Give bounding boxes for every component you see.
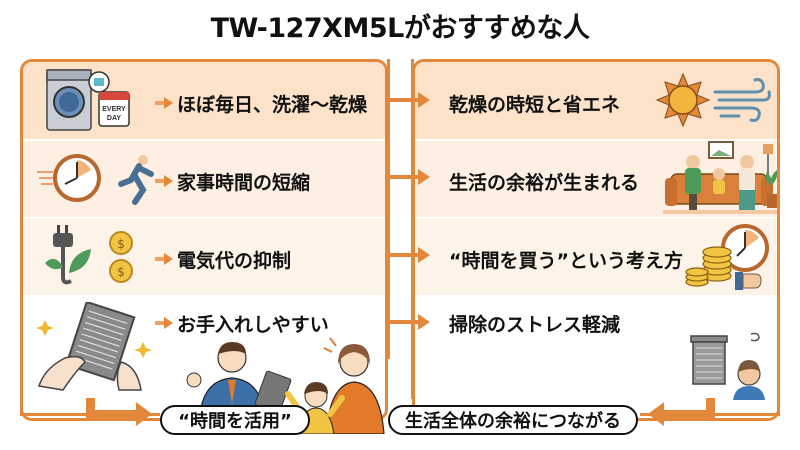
right-panel: 乾燥の時短と省エネ 生活の余裕が生まれる bbox=[412, 59, 780, 421]
mini-arrow-icon bbox=[155, 175, 173, 187]
right-row-2: 生活の余裕が生まれる bbox=[415, 140, 777, 218]
bottom-right-arrow-head bbox=[648, 402, 664, 426]
bottom-right-big-arrow-h bbox=[662, 410, 714, 419]
bottom-left-big-arrow bbox=[86, 398, 95, 418]
bottom-left-arrow-head bbox=[136, 402, 152, 426]
life-margin-pill: 生活全体の余裕につながる bbox=[388, 405, 638, 435]
mini-arrow-icon bbox=[155, 253, 173, 265]
left-item-1-label: ほぼ毎日、洗濯〜乾燥 bbox=[177, 94, 368, 116]
plug-leaf-coins-icon: $ $ bbox=[45, 225, 133, 285]
svg-text:$: $ bbox=[117, 237, 125, 251]
connector-arrow-2 bbox=[390, 169, 430, 185]
middle-vertical-line-right bbox=[411, 59, 414, 399]
clock-running-person-icon bbox=[37, 154, 154, 205]
left-row-2: 家事時間の短縮 bbox=[23, 140, 385, 218]
coins-clock-thumbsup-icon bbox=[685, 224, 769, 290]
right-item-1-label: 乾燥の時短と省エネ bbox=[449, 94, 621, 116]
page-title: TW-127XM5Lがおすすめな人 bbox=[210, 13, 590, 44]
bottom-left-big-arrow-h bbox=[86, 410, 138, 419]
filter-relaxed-person-icon bbox=[690, 332, 765, 400]
svg-text:$: $ bbox=[117, 265, 125, 279]
right-row-3: “時間を買う”という考え方 bbox=[415, 218, 777, 296]
calendar-text-1: EVERY bbox=[102, 106, 126, 113]
right-item-2-label: 生活の余裕が生まれる bbox=[449, 172, 640, 194]
washing-machine-calendar-icon: EVERY DAY bbox=[46, 69, 130, 131]
connector-arrow-4 bbox=[390, 314, 430, 330]
right-row-1: 乾燥の時短と省エネ bbox=[415, 62, 777, 140]
right-row-4: 掃除のストレス軽減 bbox=[415, 296, 777, 418]
connector-arrow-3 bbox=[390, 247, 430, 263]
middle-vertical-line bbox=[387, 59, 390, 359]
left-panel: EVERY DAY ほぼ毎日、洗濯〜乾燥 家事時間の短縮 $ $ bbox=[20, 59, 388, 421]
connector-arrow-1 bbox=[390, 92, 430, 108]
right-item-3-label: “時間を買う”という考え方 bbox=[449, 250, 683, 272]
sun-wind-icon bbox=[655, 72, 771, 128]
left-row-1: EVERY DAY ほぼ毎日、洗濯〜乾燥 bbox=[23, 62, 385, 140]
right-item-4-label: 掃除のストレス軽減 bbox=[449, 314, 621, 336]
time-utilization-pill: “時間を活用” bbox=[160, 405, 310, 435]
bottom-right-big-arrow bbox=[706, 398, 715, 418]
bottom-right-bracket bbox=[777, 380, 780, 416]
left-row-3: $ $ 電気代の抑制 bbox=[23, 218, 385, 296]
mini-arrow-icon bbox=[155, 97, 173, 109]
left-item-3-label: 電気代の抑制 bbox=[177, 250, 292, 272]
bottom-left-bracket bbox=[20, 380, 23, 416]
calendar-text-2: DAY bbox=[107, 115, 121, 122]
left-item-2-label: 家事時間の短縮 bbox=[177, 172, 311, 194]
mini-arrow-icon bbox=[155, 317, 173, 329]
family-sofa-icon bbox=[663, 141, 777, 214]
filter-hands-sparkle-icon bbox=[36, 302, 152, 391]
left-item-4-label: お手入れしやすい bbox=[177, 314, 329, 336]
